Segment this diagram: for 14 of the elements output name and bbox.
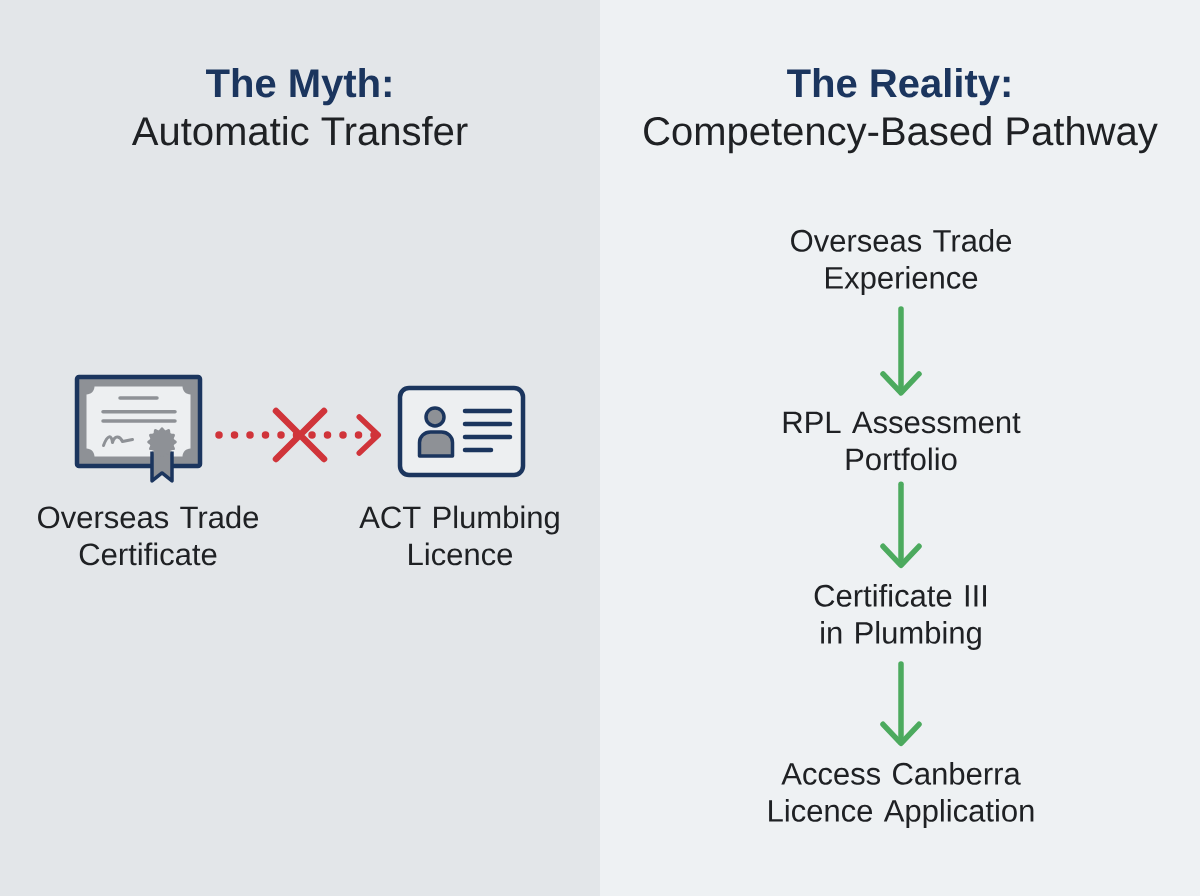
step-text: RPL Assessment Portfolio xyxy=(783,411,1021,471)
heading: The Reality: xyxy=(787,68,1010,106)
heading: The Myth: xyxy=(206,68,391,106)
icon-caption: ACT Plumbing Licence xyxy=(359,505,559,566)
subheading: Automatic Transfer xyxy=(131,116,468,146)
step-text: Overseas Trade Experience xyxy=(791,229,1012,295)
step-text: Access Canberra Licence Application xyxy=(769,762,1034,828)
arrow xyxy=(880,481,922,569)
dotted-arrow xyxy=(215,414,381,456)
step-text: Certificate III in Plumbing xyxy=(814,584,986,650)
arrow xyxy=(880,306,922,396)
subheading: Competency-Based Pathway xyxy=(644,116,1158,154)
arrow xyxy=(880,661,922,747)
icon-caption: Overseas Trade Certificate xyxy=(38,505,259,566)
